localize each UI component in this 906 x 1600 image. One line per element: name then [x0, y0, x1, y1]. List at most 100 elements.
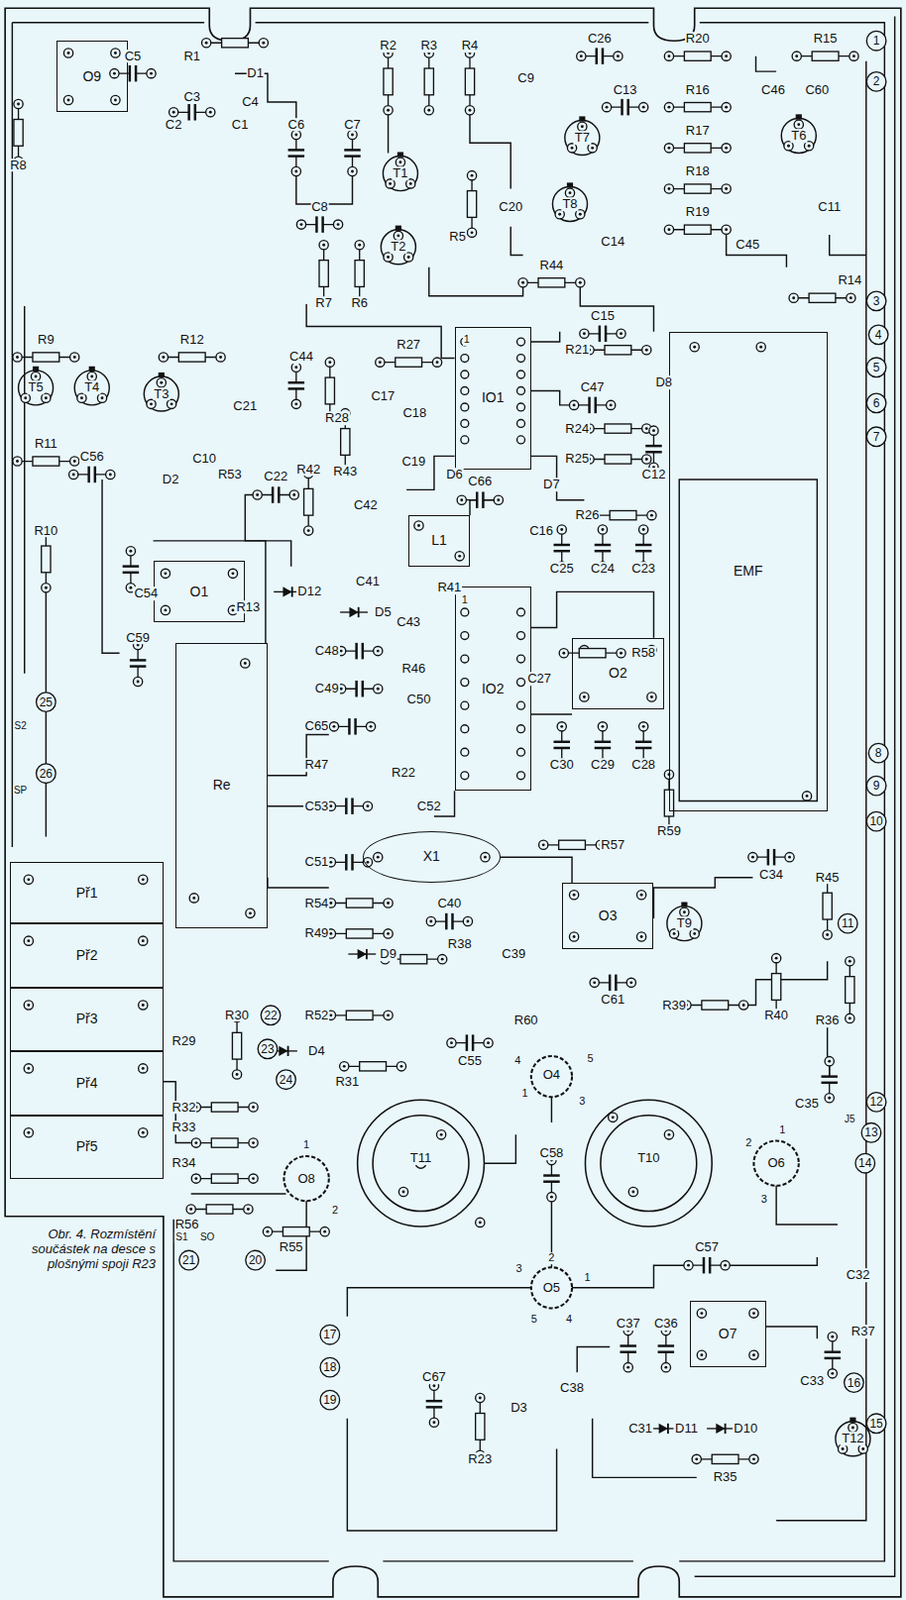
component-name: IO1: [479, 390, 507, 406]
capacitor-symbol: [337, 680, 383, 697]
capacitor-symbol: [576, 47, 623, 64]
terminal: [320, 1390, 340, 1411]
part-label: R19: [684, 205, 711, 220]
resistor-symbol: [326, 1011, 393, 1020]
pad: [454, 552, 464, 562]
part-label: C56: [79, 451, 106, 465]
capacitor-symbol: [820, 1057, 837, 1104]
terminal-number: 20: [247, 1254, 263, 1268]
part-label: R1: [182, 49, 202, 64]
component-name: L1: [429, 533, 450, 549]
resistor-symbol: [789, 293, 856, 303]
component-outline: Př5: [9, 1116, 164, 1180]
component-outline: Př4: [9, 1051, 164, 1117]
part-label: T11: [409, 1151, 433, 1166]
part-label: R13: [234, 600, 261, 615]
trace: [531, 713, 572, 715]
pad: [240, 659, 250, 669]
terminal-number: 18: [322, 1361, 338, 1375]
part-label: C54: [132, 587, 159, 602]
part-label: R2: [378, 39, 398, 54]
part-label: D2: [161, 472, 181, 487]
socket-outline: [531, 1056, 572, 1098]
trace: [679, 22, 885, 1563]
pad: [23, 1001, 33, 1011]
resistor-symbol: [12, 456, 80, 466]
terminal-number: 11: [840, 917, 855, 931]
pad: [636, 932, 646, 942]
capacitor-symbol: [337, 643, 383, 660]
capacitor-symbol: [110, 65, 156, 82]
part-label: T7: [573, 130, 591, 145]
part-label: D6: [445, 467, 464, 482]
socket-outline: [753, 1141, 798, 1187]
trace: [766, 1327, 818, 1340]
part-label: D3: [509, 1402, 529, 1417]
part-label: C16: [528, 524, 555, 539]
trace: [267, 735, 330, 777]
part-label: R28: [324, 411, 350, 426]
part-label: D12: [296, 585, 323, 600]
terminal-number: 5: [872, 360, 882, 374]
terminal: [866, 72, 887, 93]
pad: [801, 792, 811, 801]
part-label: C13: [612, 83, 639, 98]
part-label: R45: [814, 871, 841, 886]
terminal: [320, 1325, 340, 1346]
pin-number: 1: [521, 1088, 530, 1101]
part-label: R18: [684, 164, 711, 179]
part-label: C51: [303, 856, 330, 871]
part-label: R39: [661, 999, 687, 1014]
capacitor-symbol: [683, 1257, 730, 1274]
trace: [346, 1419, 557, 1532]
part-label: C5: [123, 49, 143, 64]
part-label: C44: [288, 350, 315, 365]
pad: [111, 48, 120, 58]
part-label: R32: [171, 1101, 198, 1116]
terminal: [260, 1006, 281, 1026]
pad: [579, 692, 589, 702]
resistor-symbol: [559, 649, 626, 659]
trace: [267, 878, 330, 889]
trace: [551, 1097, 553, 1124]
part-label: C32: [845, 1269, 872, 1284]
transistor-symbol: [781, 113, 816, 153]
capacitor-symbol: [426, 1381, 443, 1428]
terminal-number: 21: [181, 1254, 197, 1268]
part-label: T2: [389, 239, 407, 254]
component-outline: Re: [175, 643, 268, 929]
part-label: C36: [653, 1317, 680, 1332]
terminal-number: 25: [38, 695, 54, 709]
power-transistors: [283, 1056, 798, 1309]
pin-number: 3: [514, 1264, 523, 1277]
trace: [776, 61, 867, 1522]
component-name: X1: [421, 849, 443, 865]
pad: [414, 521, 424, 531]
pad: [664, 1131, 674, 1140]
component-name: Re: [211, 778, 233, 793]
component-outline: Př1: [9, 862, 164, 924]
part-label: C22: [262, 469, 289, 484]
terminal: [36, 692, 57, 713]
module-pads: [23, 48, 811, 1361]
part-label: R31: [334, 1075, 360, 1090]
component-outline: L1: [408, 515, 470, 567]
capacitor-symbol: [824, 1333, 841, 1379]
part-label: C12: [641, 467, 668, 482]
resistor-symbol: [464, 48, 474, 115]
part-label: C25: [549, 562, 575, 576]
transistor-symbol: [74, 366, 110, 406]
power-transistor-outline: [372, 1116, 469, 1213]
pad: [568, 891, 578, 901]
pad: [138, 875, 148, 885]
part-label: R27: [395, 338, 422, 352]
part-label: C26: [586, 31, 613, 46]
pad: [475, 1218, 485, 1228]
pad: [23, 1129, 33, 1138]
pin-row: [517, 341, 525, 456]
trace: [11, 21, 205, 23]
pad: [608, 1113, 618, 1123]
pad: [437, 1131, 447, 1140]
part-label: R29: [171, 1034, 198, 1049]
terminal-number: 19: [322, 1394, 338, 1408]
